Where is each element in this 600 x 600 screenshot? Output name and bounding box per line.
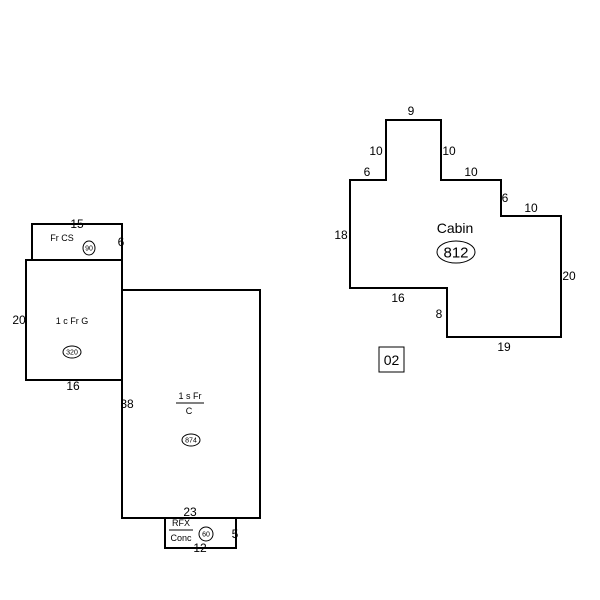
house-dim-bottom: 23 [183,505,197,519]
garage-dim-bottom: 16 [66,379,80,393]
fr-cs-dim-top: 15 [70,217,84,231]
rfx-area-oval [198,526,214,542]
rfx-dim-bottom: 12 [193,541,207,555]
cabin-dim-far-right-top: 10 [524,201,538,215]
garage-area-oval [62,345,82,359]
cabin-area: 9 10 10 6 10 6 10 18 20 16 8 19 Cabin 81… [334,104,576,354]
cabin-dim-inner-drop: 8 [436,307,443,321]
card-number: 02 [384,352,400,368]
cabin-dim-bottom-right: 19 [497,340,511,354]
cabin-dim-right-step: 10 [464,165,478,179]
fr-cs-label: Fr CS [50,233,74,243]
cabin-dim-bottom-left: 16 [391,291,405,305]
rfx-label-top: RFX [172,518,190,528]
cabin-outline [349,119,562,338]
house-area-oval [181,433,201,447]
cabin-dim-left: 18 [334,228,348,242]
cabin-dim-upper-right: 10 [442,144,456,158]
cabin-dim-top: 9 [408,104,415,118]
cabin-dim-upper-left: 10 [369,144,383,158]
garage-area: 20 16 1 c Fr G 320 [12,259,123,393]
cabin-area-value: 812 [443,245,468,262]
house-area-value: 874 [185,438,197,445]
rfx-label-bottom: Conc [170,533,192,543]
rfx-area: 12 5 RFX Conc 60 [164,517,239,555]
rfx-dim-right: 5 [232,527,239,541]
garage-dim-left: 20 [12,313,26,327]
fr-cs-area-value: 90 [85,246,93,253]
card-number-frame [378,346,405,373]
garage-outline [25,259,123,381]
fr-cs-area: 15 6 Fr CS 90 [31,217,125,261]
cabin-dim-right-drop: 6 [502,191,509,205]
fr-cs-area-oval [82,240,96,256]
house-outline [121,223,261,519]
rfx-outline [164,517,237,549]
garage-area-value: 320 [66,350,78,357]
house-label-top: 1 s Fr [178,391,201,401]
house-dim-left: 38 [120,397,134,411]
house-label-bottom: C [186,406,193,416]
cabin-dim-right: 20 [562,269,576,283]
garage-label: 1 c Fr G [56,316,89,326]
card-number-box: 02 [378,346,405,373]
cabin-label: Cabin [437,220,474,236]
cabin-area-oval [436,240,476,264]
rfx-area-value: 60 [202,532,210,539]
cabin-dim-left-step: 6 [364,165,371,179]
house-area: 38 23 1 s Fr C 874 [120,223,261,519]
